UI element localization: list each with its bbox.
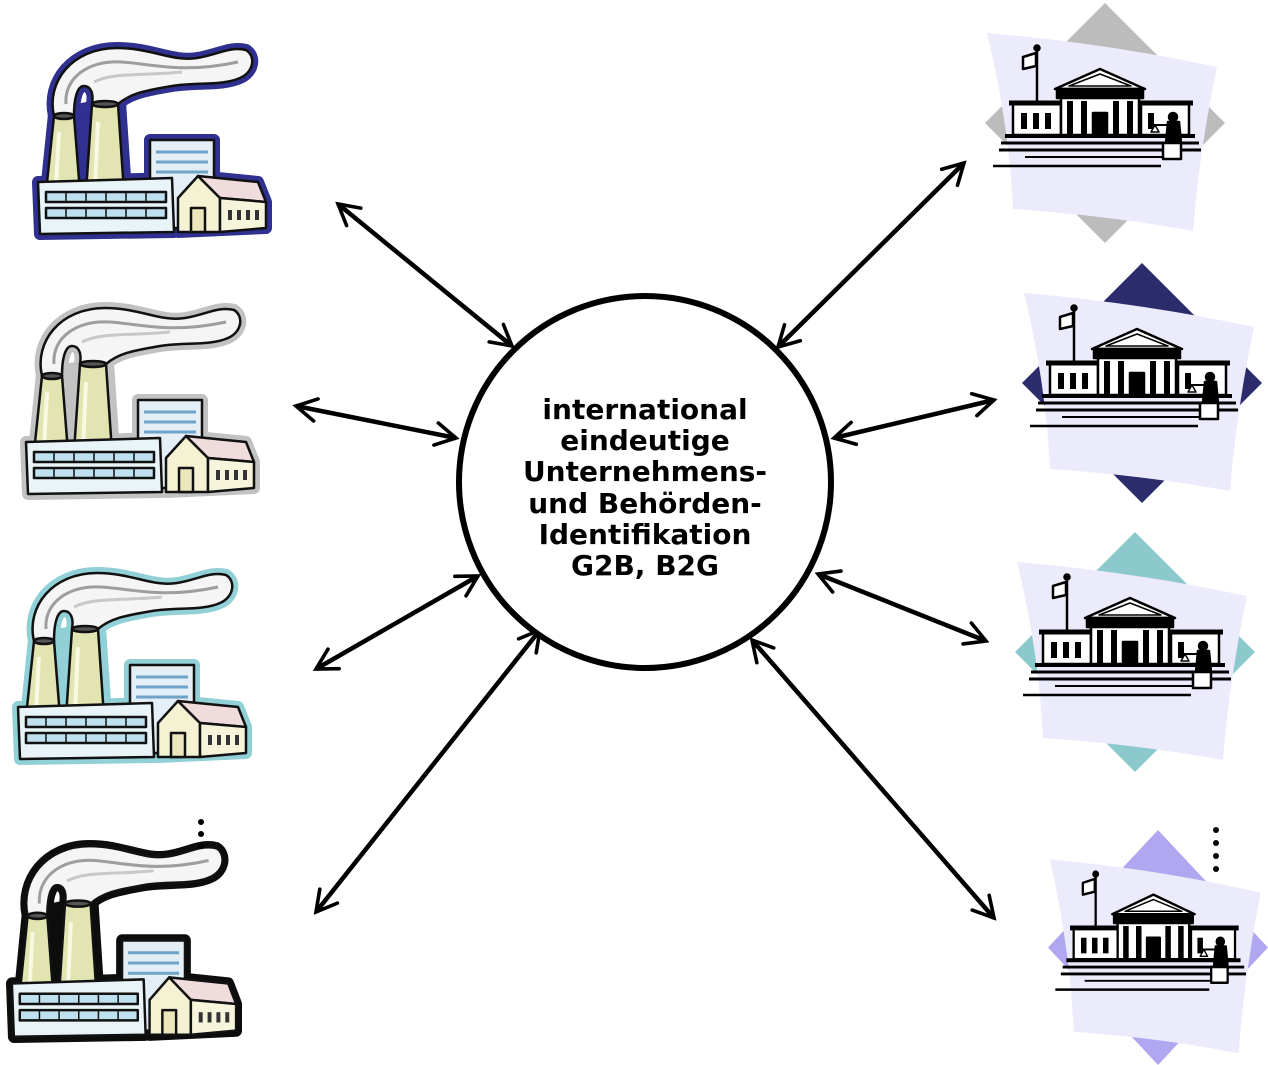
vertical-ellipsis-icon: [1213, 827, 1219, 872]
arrow-factory-2-center: [296, 406, 456, 438]
arrow-factory-4-center: [316, 630, 540, 912]
hub-circle: [456, 293, 834, 671]
vertical-ellipsis-icon: [198, 819, 204, 849]
arrow-authority-1-center: [778, 163, 964, 347]
connectors: [296, 163, 994, 918]
hub-label-line-6: G2B, B2G: [571, 549, 719, 582]
companies-column: [12, 48, 266, 1037]
arrow-authority-2-center: [834, 400, 994, 438]
identification-hub: international eindeutige Unternehmens- u…: [456, 293, 834, 671]
authorities-column: [985, 3, 1268, 1065]
factory-icon: [26, 308, 254, 494]
government-building-icon: [985, 3, 1225, 243]
arrow-factory-1-center: [338, 204, 512, 346]
arrow-factory-3-center: [316, 574, 478, 671]
hub-label-line-1: international: [542, 393, 747, 426]
hub-label-line-2: eindeutige: [560, 424, 730, 457]
factory-icon: [12, 846, 236, 1037]
factory-icon: [38, 48, 266, 234]
hub-label-line-5: Identifikation: [539, 518, 752, 551]
government-building-icon: [1022, 263, 1262, 503]
government-building-icon: [1015, 532, 1255, 772]
arrow-authority-3-center: [818, 574, 986, 641]
hub-label-line-3: Unternehmens-: [523, 455, 767, 488]
hub-label-line-4: und Behörden-: [528, 487, 762, 520]
arrow-authority-4-center: [752, 640, 994, 918]
factory-icon: [18, 573, 246, 759]
government-building-icon: [1048, 830, 1268, 1065]
